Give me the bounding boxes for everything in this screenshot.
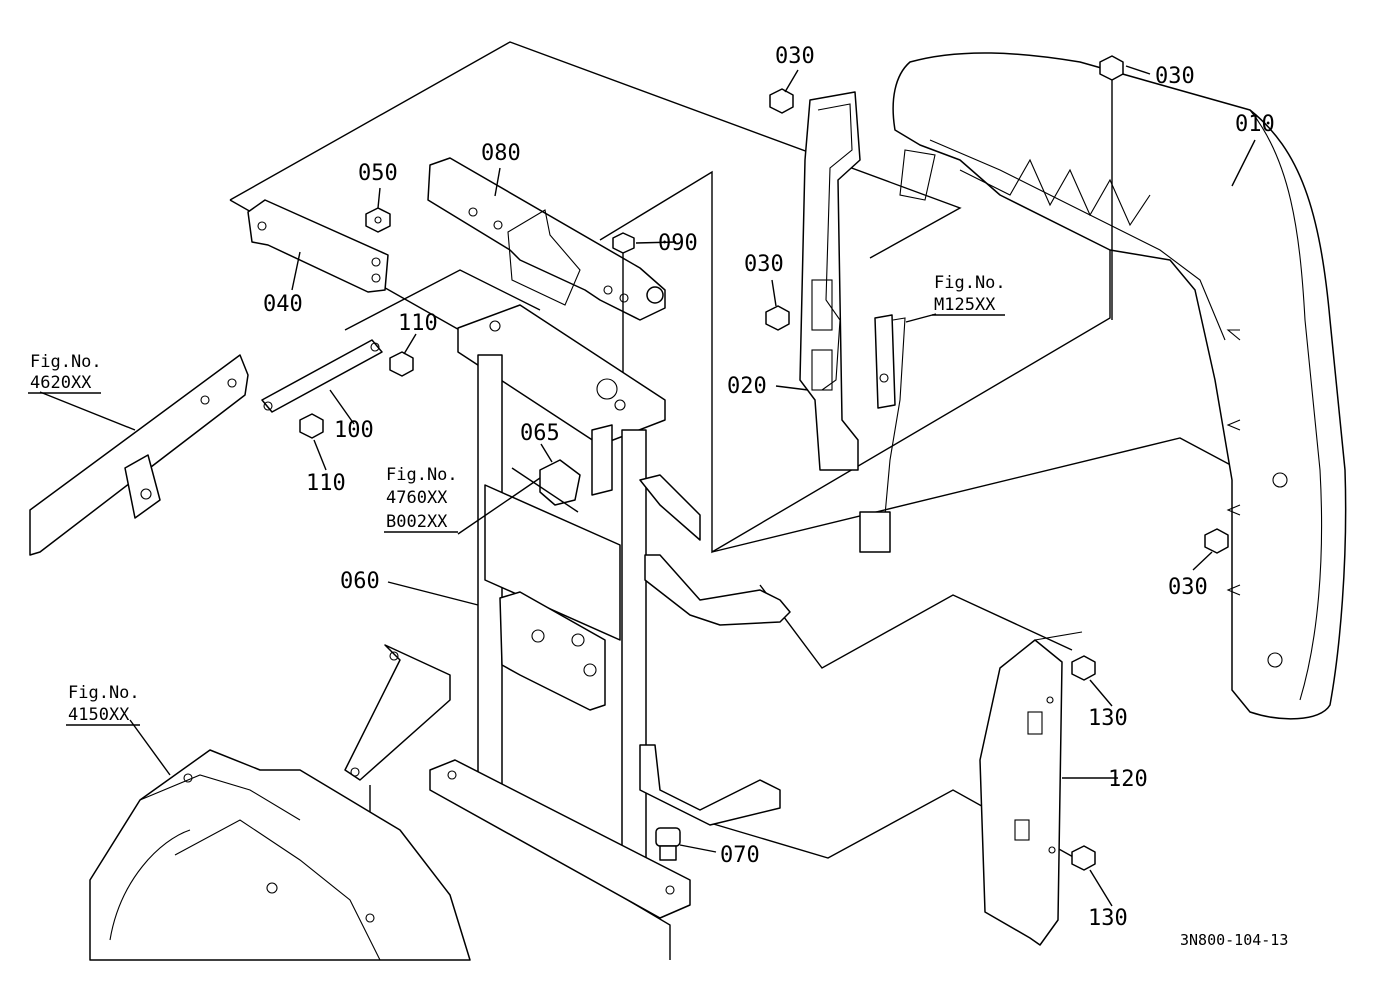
callout-070: 070 <box>720 843 760 868</box>
leader-lines <box>39 65 1256 907</box>
part-065-clip <box>511 459 581 513</box>
callout-090: 090 <box>658 231 698 256</box>
figure-ref-label: Fig.No. <box>934 273 1006 293</box>
figure-ref-code: 4150XX <box>68 705 130 725</box>
callout-040: 040 <box>263 292 303 317</box>
drawing-code: 3N800-104-13 <box>1180 931 1288 949</box>
callout-010: 010 <box>1235 112 1275 137</box>
callout-030: 030 <box>1168 575 1208 600</box>
housing-4150 <box>89 749 471 961</box>
callout-100: 100 <box>334 418 374 443</box>
part-110-bolts <box>299 351 414 439</box>
callout-130: 130 <box>1088 906 1128 931</box>
figure-ref-label: Fig.No. <box>30 352 102 372</box>
figure-ref-4620: Fig.No. 4620XX <box>28 352 102 394</box>
part-060-main-frame <box>344 304 791 919</box>
part-070-cushion <box>655 827 681 861</box>
figure-ref-code: B002XX <box>386 512 448 532</box>
callout-030: 030 <box>1155 64 1195 89</box>
callout-050: 050 <box>358 161 398 186</box>
figure-ref-4150: Fig.No. 4150XX <box>66 683 140 726</box>
callout-030: 030 <box>775 44 815 69</box>
callout-120: 120 <box>1108 767 1148 792</box>
figure-ref-code: 4760XX <box>386 488 448 508</box>
part-040-bracket <box>247 199 389 293</box>
figure-ref-4760: Fig.No. 4760XX B002XX <box>384 465 458 533</box>
callout-130: 130 <box>1088 706 1128 731</box>
part-120-side-cover <box>979 631 1083 946</box>
part-100-stay <box>261 339 383 413</box>
m125-bracket <box>859 314 906 553</box>
figure-ref-m125: Fig.No. M125XX <box>932 273 1006 316</box>
callout-020: 020 <box>727 374 767 399</box>
callout-030: 030 <box>744 252 784 277</box>
callout-060: 060 <box>340 569 380 594</box>
part-080-upper-mount <box>427 157 666 321</box>
part-030-bolts <box>765 55 1229 554</box>
figure-ref-code: 4620XX <box>30 373 92 393</box>
part-130-bolts <box>1071 655 1096 871</box>
frame-4620-member <box>29 354 249 556</box>
callout-065: 065 <box>520 421 560 446</box>
callout-labels: 010 020 030 030 030 030 040 050 060 065 … <box>263 44 1275 931</box>
callout-110: 110 <box>306 471 346 496</box>
figure-ref-label: Fig.No. <box>68 683 140 703</box>
part-020-side-seal <box>799 91 861 471</box>
figure-ref-label: Fig.No. <box>386 465 458 485</box>
callout-110: 110 <box>398 311 438 336</box>
part-050-nut <box>365 207 391 233</box>
callout-080: 080 <box>481 141 521 166</box>
figure-ref-code: M125XX <box>934 295 996 315</box>
part-010-front-shell <box>892 52 1347 720</box>
